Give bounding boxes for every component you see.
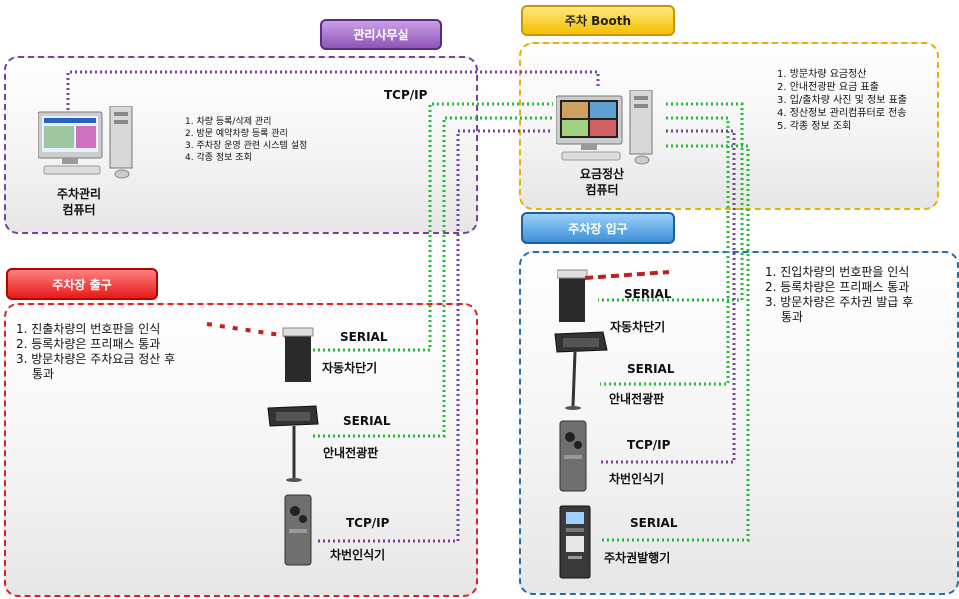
office-protocol: TCP/IP <box>384 88 428 102</box>
entrance-lpr-icon <box>556 419 592 495</box>
office-booth-tcp-line <box>66 70 600 110</box>
entrance-ticket-name: 주차권발행기 <box>604 551 671 565</box>
exit-barrier-serial-line <box>313 102 553 352</box>
exit-item-list: 1. 진출차량의 번호판을 인식 2. 등록차량은 프리패스 통과 3. 방문차… <box>16 322 175 382</box>
exit-lpr-tcp-line <box>318 129 553 543</box>
entrance-ticket-serial-line <box>600 144 750 542</box>
entrance-zone <box>519 251 959 595</box>
exit-lpr-name: 차번인식기 <box>330 548 386 562</box>
exit-display-icon <box>266 404 322 484</box>
exit-title: 주차장 출구 <box>6 268 158 300</box>
exit-display-name: 안내전광판 <box>323 446 379 460</box>
exit-display-serial-line <box>313 116 553 438</box>
booth-item: 4. 정산정보 관리컴퓨터로 전송 <box>777 108 907 119</box>
exit-lpr-protocol: TCP/IP <box>346 516 390 530</box>
exit-display-protocol: SERIAL <box>343 414 391 428</box>
entrance-item: 2. 등록차량은 프리패스 통과 <box>765 280 910 294</box>
office-computer-caption: 주차관리 컴퓨터 <box>34 186 124 218</box>
office-item: 4. 각종 정보 조회 <box>185 153 252 163</box>
office-computer-label-1: 주차관리 <box>56 187 102 201</box>
entrance-display-serial-line <box>600 116 730 386</box>
entrance-item: 1. 진입차량의 번호판을 인식 <box>765 265 910 279</box>
entrance-display-name: 안내전광판 <box>609 392 665 406</box>
entrance-lpr-tcp-line <box>600 129 736 464</box>
booth-computer-label-2: 컴퓨터 <box>585 183 619 197</box>
office-item: 2. 방문 예약차량 등록 관리 <box>185 129 288 139</box>
entrance-title: 주차장 입구 <box>521 212 675 244</box>
booth-item: 5. 각종 정보 조회 <box>777 121 852 132</box>
exit-barrier-protocol: SERIAL <box>340 330 388 344</box>
exit-item: 3. 방문차량은 주차요금 정산 후 <box>16 352 176 366</box>
booth-item-list: 1. 방문차량 요금정산 2. 안내전광판 요금 표출 3. 입/출차량 사진 … <box>777 68 907 133</box>
booth-computer-icon <box>555 89 666 166</box>
entrance-barrier-name: 자동차단기 <box>610 320 666 334</box>
entrance-lpr-name: 차번인식기 <box>609 472 665 486</box>
booth-computer-label-1: 요금정산 <box>579 167 625 181</box>
exit-item: 2. 등록차량은 프리패스 통과 <box>16 337 161 351</box>
entrance-display-protocol: SERIAL <box>627 362 675 376</box>
exit-lpr-icon <box>281 493 317 569</box>
booth-item: 3. 입/출차량 사진 및 정보 표출 <box>777 95 908 106</box>
office-item: 3. 주차장 운영 관련 시스템 설정 <box>185 141 308 151</box>
booth-computer-caption: 요금정산 컴퓨터 <box>557 166 647 198</box>
office-item-list: 1. 차량 등록/삭제 관리 2. 방문 예약차량 등록 관리 3. 주차장 운… <box>185 116 307 164</box>
entrance-item-list: 1. 진입차량의 번호판을 인식 2. 등록차량은 프리패스 통과 3. 방문차… <box>765 265 913 325</box>
exit-item: 통과 <box>32 367 55 381</box>
booth-title: 주차 Booth <box>521 5 675 36</box>
office-title: 관리사무실 <box>320 19 442 50</box>
office-computer-icon <box>37 105 138 180</box>
entrance-item: 통과 <box>781 310 804 324</box>
office-computer-label-2: 컴퓨터 <box>62 203 96 217</box>
entrance-ticket-issuer-icon <box>558 504 594 580</box>
booth-item: 2. 안내전광판 요금 표출 <box>777 82 879 93</box>
exit-item: 1. 진출차량의 번호판을 인식 <box>16 322 161 336</box>
entrance-lpr-protocol: TCP/IP <box>627 438 671 452</box>
exit-barrier-name: 자동차단기 <box>322 361 378 375</box>
exit-zone <box>4 303 478 597</box>
entrance-barrier-icon <box>556 266 673 324</box>
entrance-ticket-protocol: SERIAL <box>630 516 678 530</box>
entrance-item: 3. 방문차량은 주차권 발급 후 <box>765 295 914 309</box>
booth-item: 1. 방문차량 요금정산 <box>777 69 867 80</box>
entrance-barrier-protocol: SERIAL <box>624 287 672 301</box>
exit-barrier-icon <box>205 320 315 384</box>
entrance-display-icon <box>553 330 613 412</box>
office-item: 1. 차량 등록/삭제 관리 <box>185 117 272 127</box>
